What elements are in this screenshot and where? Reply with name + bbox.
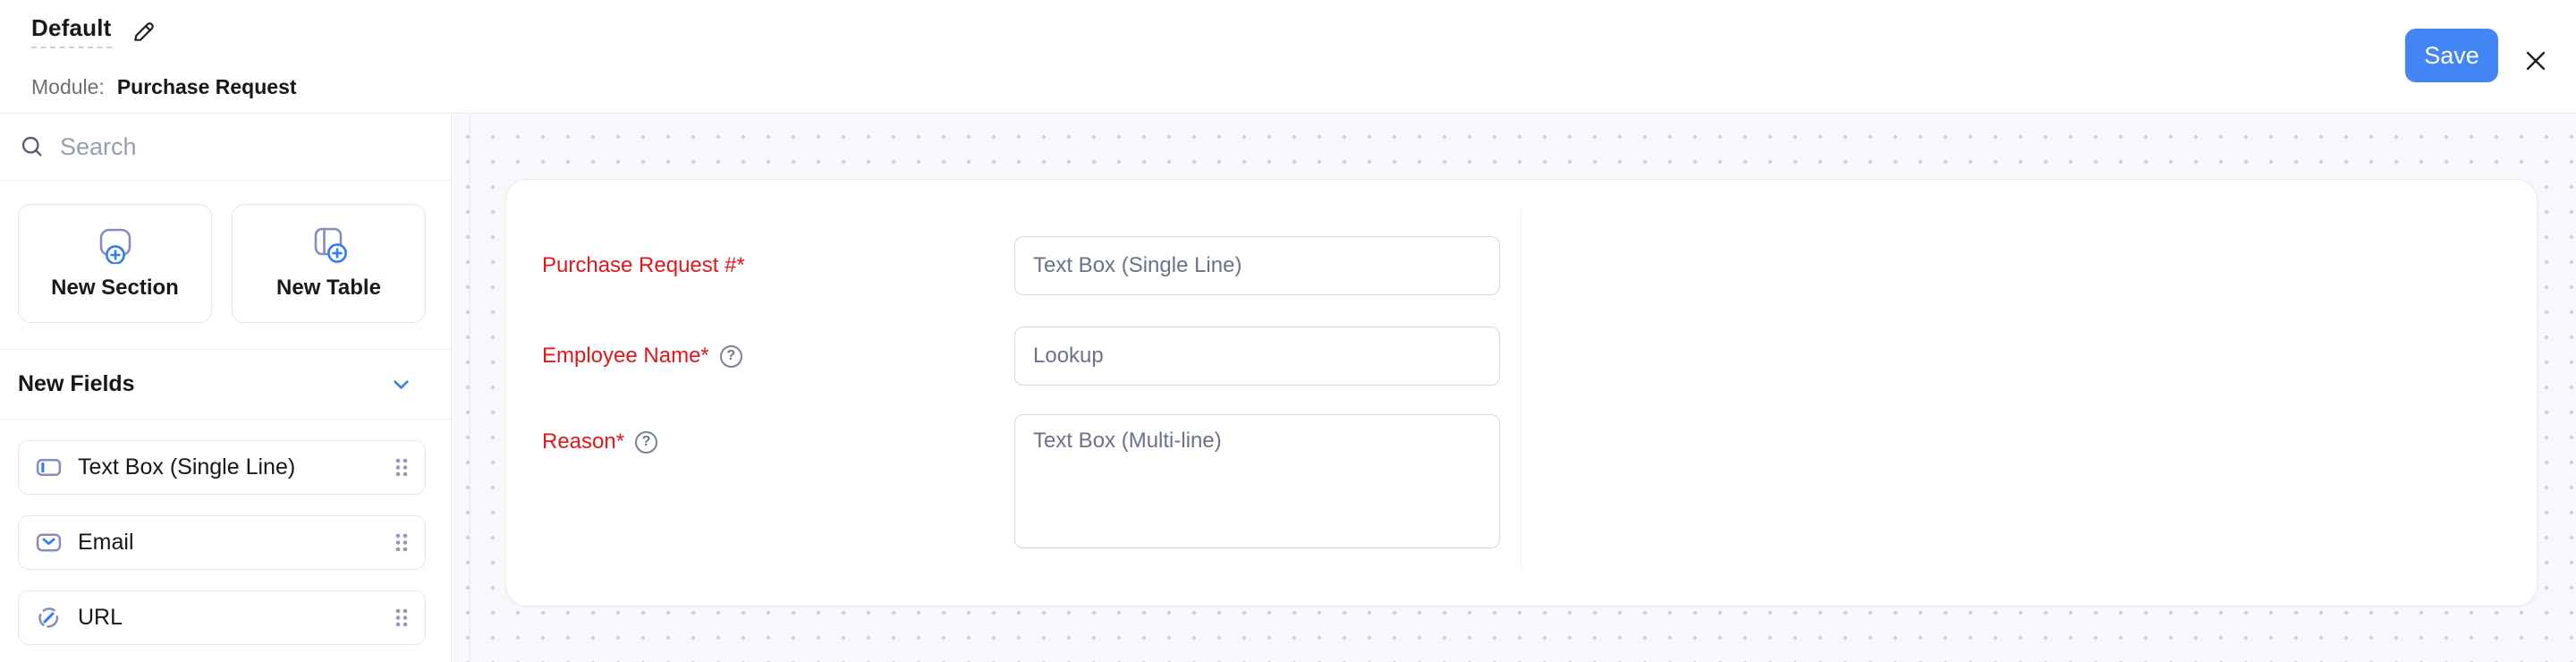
field-type-list: Text Box (Single Line) Email (0, 420, 451, 645)
form-field-row-reason[interactable]: Reason* ? (542, 414, 1500, 548)
email-icon (35, 529, 63, 556)
new-fields-header[interactable]: New Fields (0, 349, 451, 420)
form-field-row-employee-name[interactable]: Employee Name* ? (542, 327, 1500, 386)
field-type-textbox-single-line[interactable]: Text Box (Single Line) (18, 440, 426, 495)
chevron-down-icon (389, 372, 413, 396)
field-label: Purchase Request #* (542, 253, 745, 277)
search-icon (20, 134, 45, 159)
form-section-card[interactable]: Purchase Request #* Employee Name* ? Rea… (505, 179, 2538, 607)
field-palette-sidebar: New Section New Table New Fields (0, 114, 452, 662)
save-button[interactable]: Save (2405, 29, 2498, 82)
pencil-icon (131, 18, 157, 45)
section-add-icon (95, 226, 136, 264)
drag-handle-icon[interactable] (393, 604, 411, 632)
field-type-label: URL (78, 605, 123, 630)
module-value: Purchase Request (116, 75, 297, 98)
textbox-single-line-icon (35, 454, 63, 481)
search-row (0, 114, 451, 181)
edit-title-button[interactable] (130, 17, 158, 46)
close-button[interactable] (2520, 45, 2552, 77)
new-section-card[interactable]: New Section (18, 204, 212, 323)
reason-multiline-textarea[interactable] (1014, 414, 1500, 548)
drag-handle-icon[interactable] (393, 529, 411, 556)
field-label: Reason* (542, 429, 625, 454)
form-field-row-purchase-request[interactable]: Purchase Request #* (542, 236, 1500, 295)
title-row: Default (31, 14, 158, 48)
table-add-icon (309, 226, 350, 264)
new-table-card[interactable]: New Table (232, 204, 426, 323)
purchase-request-input[interactable] (1014, 236, 1500, 295)
create-row: New Section New Table (0, 181, 451, 323)
module-row: Module: Purchase Request (31, 75, 297, 99)
field-type-email[interactable]: Email (18, 515, 426, 570)
new-table-label: New Table (276, 276, 381, 300)
field-label: Employee Name* (542, 344, 709, 368)
page-title[interactable]: Default (31, 14, 112, 48)
field-type-label: Text Box (Single Line) (78, 454, 296, 480)
new-fields-title: New Fields (18, 371, 135, 396)
top-header: Default Module: Purchase Request Save (0, 0, 2576, 114)
field-type-url[interactable]: URL (18, 590, 426, 645)
url-icon (35, 604, 63, 632)
field-type-label: Email (78, 530, 134, 555)
form-builder-canvas[interactable]: Purchase Request #* Employee Name* ? Rea… (453, 114, 2576, 662)
search-input[interactable] (60, 132, 431, 161)
help-icon[interactable]: ? (635, 430, 658, 454)
module-label: Module: (31, 75, 105, 98)
employee-name-lookup-input[interactable] (1014, 327, 1500, 386)
help-icon[interactable]: ? (719, 344, 742, 368)
new-section-label: New Section (51, 276, 179, 300)
drag-handle-icon[interactable] (393, 454, 411, 481)
close-icon (2522, 47, 2549, 74)
